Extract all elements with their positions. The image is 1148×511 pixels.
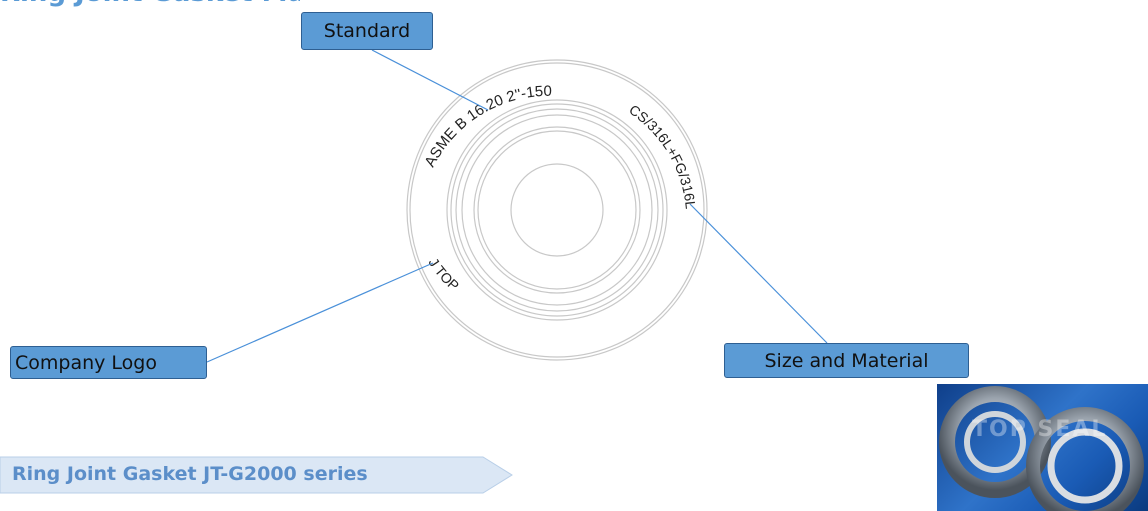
gasket-drawing bbox=[406, 59, 708, 361]
gasket-bore bbox=[510, 163, 604, 257]
product-photo bbox=[937, 384, 1148, 511]
leader-line-standard bbox=[371, 49, 489, 111]
callout-size-material: Size and Material bbox=[724, 343, 969, 378]
callout-standard: Standard bbox=[301, 12, 433, 50]
marking-logo: J TOP bbox=[425, 255, 462, 294]
leader-lines bbox=[206, 49, 828, 363]
page-heading: Ring Joint Gasket Marking bbox=[0, 0, 300, 14]
banner-label: Ring Joint Gasket JT-G2000 series bbox=[12, 463, 368, 485]
gasket-outer-ring bbox=[406, 59, 708, 361]
marking-material: CS/316L+FG/316L bbox=[626, 101, 699, 210]
banner-shape bbox=[0, 456, 513, 494]
leader-line-logo bbox=[206, 262, 434, 363]
photo-watermark: TOP SEAL bbox=[972, 417, 1108, 442]
gasket-photo-rings bbox=[939, 386, 1144, 511]
callout-company-logo: Company Logo bbox=[10, 346, 207, 379]
marking-standard: ASME B 16.20 2''-150 bbox=[421, 83, 551, 170]
gasket-inner-ring bbox=[446, 99, 668, 321]
leader-line-size bbox=[689, 203, 828, 344]
